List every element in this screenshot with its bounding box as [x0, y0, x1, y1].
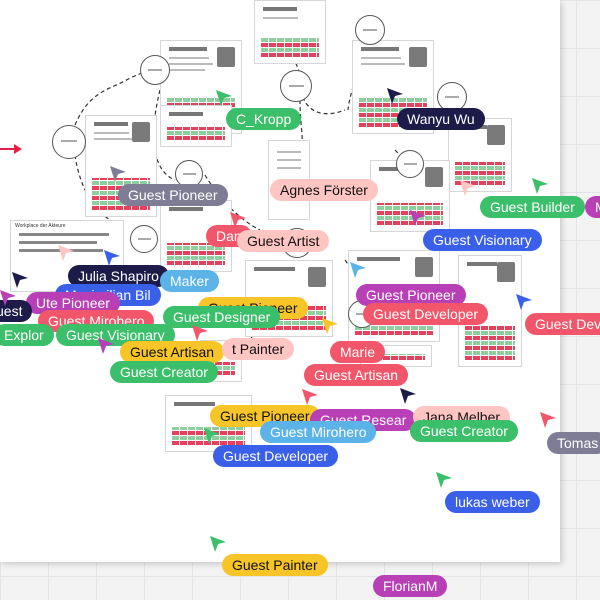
collaborator-name-tag: Guest Creator [410, 420, 518, 442]
journey-node[interactable] [130, 225, 158, 253]
collaborator-name-tag: Guest Visionary [56, 324, 175, 346]
collaborator-name-tag: t Painter [222, 338, 295, 360]
collaborator-name-tag: Guest Developer [363, 303, 489, 325]
panel-title: Workplace der Akteure [15, 223, 66, 229]
collaborator-name-tag: Julia Shapiro [68, 265, 169, 287]
persona-card[interactable] [458, 255, 522, 367]
collaborator-name-tag: Explor [0, 324, 54, 346]
collaborator-name-tag: Guest Visionary [423, 229, 542, 251]
collaborator-name-tag: M [585, 196, 600, 218]
journey-node[interactable] [355, 15, 385, 45]
journey-node[interactable] [396, 150, 424, 178]
collaborator-name-tag: Guest Pioneer [356, 284, 466, 306]
persona-card[interactable] [448, 118, 512, 192]
collaborator-name-tag: uest [0, 300, 33, 322]
collaborator-name-tag: Guest Mirohero [260, 421, 377, 443]
collaborator-name-tag: C_Kropp [226, 108, 302, 130]
journey-node[interactable] [280, 70, 312, 102]
journey-node[interactable] [140, 55, 170, 85]
collaborator-name-tag: Guest Painter [222, 554, 328, 576]
collaborator-name-tag: Guest Developer [213, 445, 339, 467]
collaborator-name-tag: lukas weber [445, 491, 540, 513]
collaborator-name-tag: Guest Builder [480, 196, 585, 218]
collaborator-name-tag: Guest Artist [237, 230, 330, 252]
collaborator-name-tag: Guest Artisan [304, 364, 409, 386]
collaborator-name-tag: Agnes Förster [270, 179, 378, 201]
persona-card[interactable] [160, 105, 232, 147]
persona-card[interactable] [254, 0, 326, 64]
collaborator-name-tag: Guest Pioneer [118, 184, 228, 206]
collaborator-name-tag: Wanyu Wu [397, 108, 485, 130]
journey-node[interactable] [175, 160, 203, 188]
collaborator-name-tag: Marie [330, 341, 386, 363]
collaborator-name-tag: FlorianM [373, 575, 448, 597]
journey-node[interactable] [52, 125, 86, 159]
collaborator-name-tag: Ute Pioneer [26, 292, 120, 314]
collaborator-name-tag: Guest Dev [525, 313, 600, 335]
collaborator-name-tag: Maker [160, 270, 219, 292]
collaborator-name-tag: Guest Artisan [120, 341, 225, 363]
collaborator-name-tag: Guest Creator [110, 361, 218, 383]
collaborator-name-tag: Guest Designer [163, 306, 281, 328]
collaborator-name-tag: Tomas [547, 432, 600, 454]
journey-node[interactable] [437, 82, 467, 112]
